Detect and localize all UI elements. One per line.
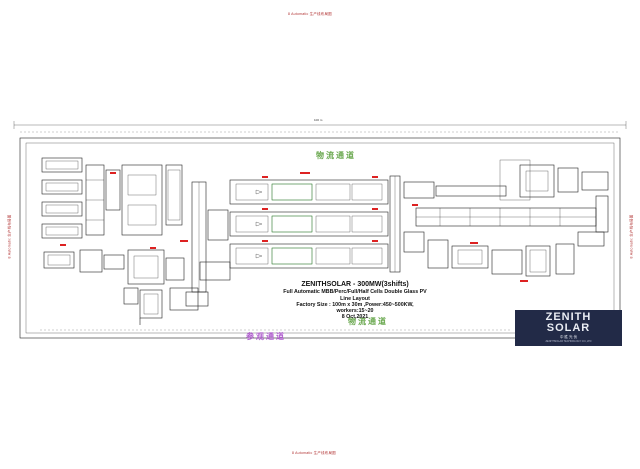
drawing-title-block: ZENITHSOLAR - 300MW(3shifts) Full Automa… [280,281,430,321]
logo-brand-top: ZENITH [545,311,592,323]
visitor-aisle-label: 参观通道 [246,332,286,341]
title-line-description: Full Automatic MBB/Perc/Full/Half Cells … [283,289,427,302]
company-logo-box: ZENITH SOLAR 中 胜 光 伏 ZENITHSOLAR TECHNOL… [515,310,622,346]
middle-connector [185,181,231,307]
logo-tagline: ZENITHSOLAR TECHNOLOGY CO.,LTD [545,340,592,343]
logo-chinese-name: 中 胜 光 伏 [559,335,578,339]
red-tags [60,172,528,282]
overall-dimension: 100 m [314,118,323,122]
logistics-aisle-label-top: 物流通道 [316,151,356,160]
sheet-stamp-top: 8 Automatic 生产线布局图 [288,12,332,16]
logo-brand-bottom: SOLAR [546,322,591,334]
title-line-main: ZENITHSOLAR - 300MW(3shifts) [301,281,409,288]
left-cell-machines [41,157,183,239]
left-lower-equipment [43,249,199,325]
laminator-lines [229,175,401,273]
sheet-stamp-bottom: 8 Automatic 生产线布局图 [292,451,336,455]
logistics-aisle-label-bottom: 物流通道 [348,317,388,326]
right-production-section [403,159,609,277]
title-line-factory-size: Factory Size : 100m x 30m ,Power:450~500… [296,301,414,314]
title-line-date: 8 Oct,2021 [341,314,369,321]
